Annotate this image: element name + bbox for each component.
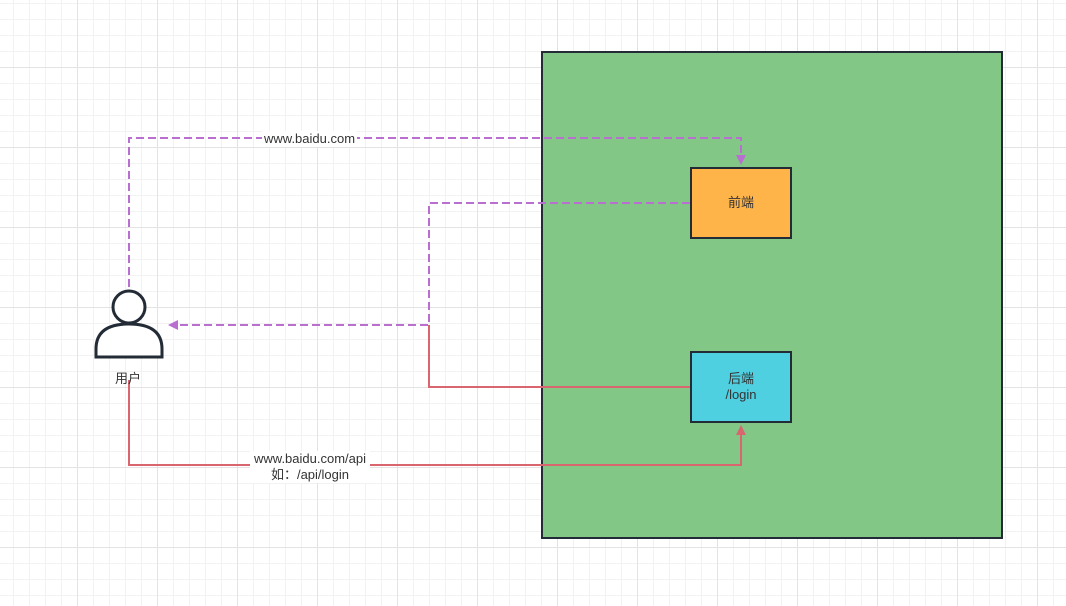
user-icon[interactable] bbox=[94, 289, 164, 359]
backend-label-line1: 后端 bbox=[727, 371, 754, 386]
edge-user-to-backend bbox=[128, 380, 746, 466]
edge-label-backend-url-line1: www.baidu.com/api bbox=[254, 451, 366, 466]
frontend-label: 前端 bbox=[727, 195, 754, 210]
edge-label-frontend-url: www.baidu.com bbox=[262, 131, 358, 147]
frontend-node[interactable]: 前端 bbox=[690, 167, 792, 239]
edge-label-backend-url: www.baidu.com/api 如：/api/login bbox=[250, 451, 370, 483]
edge-user-to-frontend bbox=[128, 137, 746, 287]
backend-node[interactable]: 后端 /login bbox=[690, 351, 792, 423]
backend-label-line2: /login bbox=[725, 387, 757, 402]
edge-label-backend-url-line2: 如：/api/login bbox=[270, 467, 350, 482]
server-container bbox=[541, 51, 1003, 539]
user-label: 用户 bbox=[115, 371, 142, 386]
edge-backend-to-user bbox=[428, 325, 690, 388]
